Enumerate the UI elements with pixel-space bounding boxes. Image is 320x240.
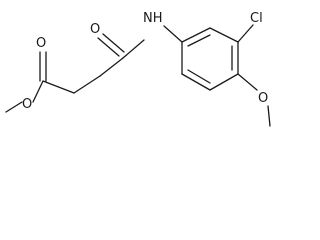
bond-methoxy-o-methyl <box>267 105 271 127</box>
bond-ester-o-c1 <box>32 80 44 103</box>
atom-cl: Cl <box>250 11 263 26</box>
atom-nh: NH <box>143 11 163 26</box>
bond-c4-o-double-a <box>97 37 120 57</box>
molecule-drawing: O O O NH Cl O <box>5 11 271 127</box>
bond-c1-c2 <box>42 80 75 94</box>
ring-bond-ab <box>181 27 211 43</box>
bond-ring-methoxy-o <box>237 73 258 91</box>
bond-c4-n <box>122 39 145 59</box>
ring-bond-de <box>209 73 239 91</box>
atom-o-ester: O <box>22 97 32 112</box>
bond-c4-o-double-b <box>102 33 125 53</box>
bond-c2-c3 <box>73 75 101 94</box>
bond-ring-cl <box>237 24 254 43</box>
ring-bond-bc <box>209 27 239 43</box>
ring-inner-ab <box>187 34 211 47</box>
bond-methyl-ester-o <box>5 101 23 113</box>
atom-o-amide: O <box>90 22 100 37</box>
structure-diagram: O O O NH Cl O <box>5 11 271 127</box>
atom-o-methoxy: O <box>258 91 268 106</box>
ring-inner-ef <box>187 69 211 84</box>
bond-n-ring <box>163 25 183 43</box>
ring-bond-ef <box>181 73 211 91</box>
atom-o-carbonyl-ester: O <box>36 36 46 51</box>
bond-c3-c4 <box>99 57 124 77</box>
